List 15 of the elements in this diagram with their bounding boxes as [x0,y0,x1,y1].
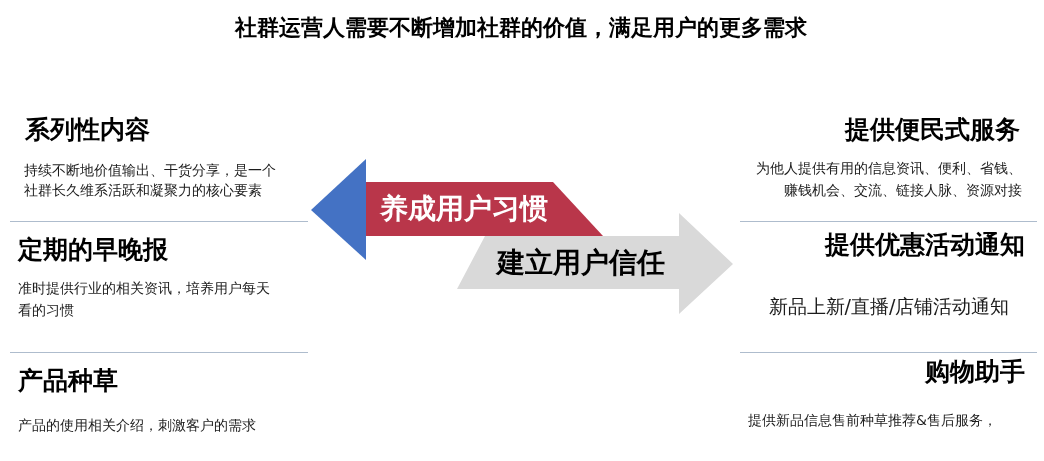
section-description: 产品的使用相关介绍，刺激客户的需求 [18,416,256,435]
section-description: 提供新品信息售前种草推荐&售后服务， [748,411,997,430]
section-description: 新品上新/直播/店铺活动通知 [768,294,1010,319]
diagram-title: 社群运营人需要不断增加社群的价值，满足用户的更多需求 [235,15,807,41]
section-description: 持续不断地价值输出、干货分享，是一个社群长久维系活跃和凝聚力的核心要素 [24,161,277,200]
section-heading: 定期的早晚报 [18,235,168,265]
section-heading: 提供优惠活动通知 [825,230,1025,260]
section-heading: 提供便民式服务 [845,115,1020,145]
section-heading: 购物助手 [925,357,1025,387]
section-description: 为他人提供有用的信息资讯、便利、省钱、赚钱机会、交流、链接人脉、资源对接 [755,159,1022,200]
arrow-label: 养成用户习惯 [380,194,548,224]
section-heading: 产品种草 [18,366,118,396]
arrow-label: 建立用户信任 [497,248,665,278]
section-description: 准时提供行业的相关资讯，培养用户每天看的习惯 [18,279,271,320]
section-heading: 系列性内容 [25,115,150,145]
